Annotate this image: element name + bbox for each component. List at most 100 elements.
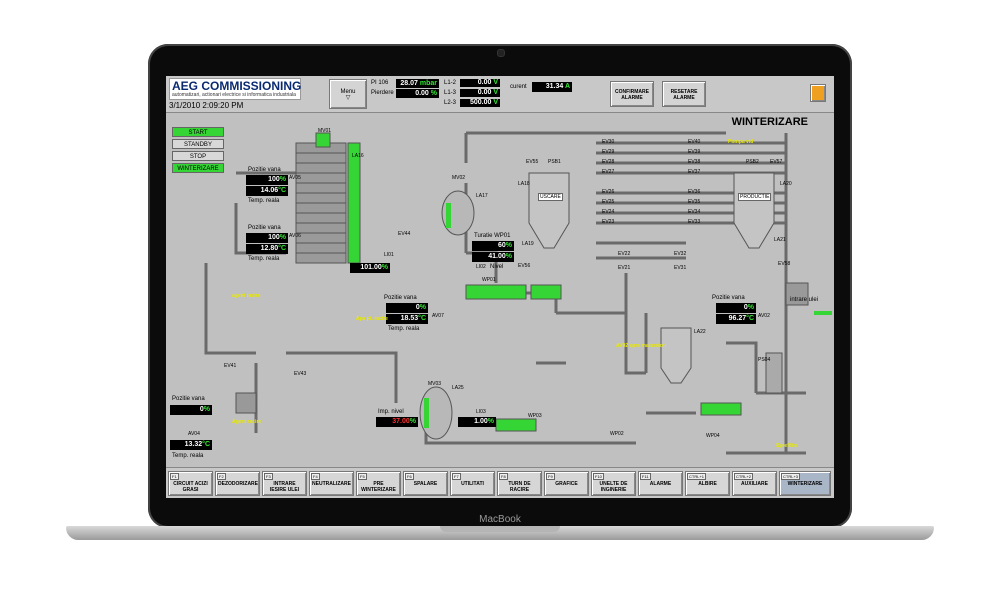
start-button[interactable]: START	[172, 127, 224, 137]
equipment-tag: MV02	[452, 175, 466, 181]
header-bar: AEG COMMISSIONING automatizari, actionar…	[166, 76, 834, 113]
alarm-bell-icon[interactable]	[810, 84, 826, 102]
equipment-tag: PSB1	[548, 159, 561, 165]
valve-position-label: Pozitie vana	[384, 295, 417, 301]
equipment-tag: WP04	[706, 433, 720, 439]
reading-label: Pierdere	[371, 90, 394, 96]
winterizare-button[interactable]: WINTERIZARE	[172, 163, 224, 173]
valve-tag: AV06	[289, 233, 301, 239]
sprefiltre-label: Sprefiltre	[776, 443, 798, 449]
equipment-tag: WP02	[610, 431, 624, 437]
level-tag: LI02	[476, 264, 486, 270]
oil-inlet-label: intrare ulei	[790, 297, 819, 303]
valve-tag: EV35	[688, 199, 701, 205]
valve-position-label: Pozitie vana	[248, 167, 281, 173]
agent-racire-2-label: Agent racire	[232, 419, 262, 425]
av02-position[interactable]: 0%	[716, 303, 756, 313]
valve-tag: EV28	[602, 159, 615, 165]
valve-tag: EV37	[688, 169, 701, 175]
valve-tag: EV30	[602, 139, 615, 145]
equipment-tag: EV31	[674, 265, 687, 271]
logo-title: AEG COMMISSIONING	[172, 79, 302, 93]
valve-tag: AV05	[289, 175, 301, 181]
li03-value[interactable]: 1.00%	[458, 417, 496, 427]
phase-label: L1-2	[444, 80, 457, 86]
valve-tag: AV02	[758, 313, 770, 319]
av06-temp[interactable]: 12.80°C	[246, 244, 288, 254]
valve-position-label: Pozitie vana	[172, 396, 205, 402]
equipment-tag: EV43	[294, 371, 307, 377]
av06-position[interactable]: 100%	[246, 233, 288, 243]
laptop-base	[66, 526, 934, 540]
standby-button[interactable]: STANDBY	[172, 139, 224, 149]
av07-temp[interactable]: 18.53°C	[386, 314, 428, 324]
pompa-vid-label: Pompa vid	[728, 139, 754, 145]
confirm-alarms-button[interactable]: CONFIRMARE ALARME	[610, 81, 654, 107]
li02-level[interactable]: 41.00%	[472, 252, 514, 262]
valve-tag: EV26	[602, 189, 615, 195]
reset-alarms-button[interactable]: RESETARE ALARME	[662, 81, 706, 107]
level-tag: LI03	[476, 409, 486, 415]
temp-label: Temp. reala	[388, 326, 420, 332]
equipment-tag: EV32	[674, 251, 687, 257]
equipment-tag: LA16	[352, 153, 364, 159]
av02-temp[interactable]: 96.27°C	[716, 314, 756, 324]
current-label: curent	[510, 84, 527, 90]
equipment-tag: LA18	[518, 181, 530, 187]
reading-value: 0.00 %	[396, 89, 439, 98]
valve-position-label: Pozitie vana	[248, 225, 281, 231]
av04-temp[interactable]: 13.32°C	[170, 440, 212, 450]
equipment-tag: WP01	[482, 277, 496, 283]
laptop-brand: MacBook	[479, 514, 521, 525]
valve-tag: EV36	[688, 189, 701, 195]
equipment-tag: LA19	[522, 241, 534, 247]
equipment-tag: EV41	[224, 363, 237, 369]
equipment-tag: LA20	[780, 181, 792, 187]
valve-tag: EV38	[688, 159, 701, 165]
level-tag: LI01	[384, 252, 394, 258]
current-value: 31.34 A	[532, 82, 572, 92]
level-label: Nivel	[490, 264, 504, 270]
phase-value: 0.00 V	[460, 89, 500, 97]
stop-button[interactable]: STOP	[172, 151, 224, 161]
av05-temp[interactable]: 14.06°C	[246, 186, 288, 196]
av07-position[interactable]: 0%	[386, 303, 428, 313]
li01-value[interactable]: 101.00%	[350, 263, 390, 273]
reading-label: PI 106	[371, 80, 389, 86]
hmi-screen: AEG COMMISSIONING automatizari, actionar…	[166, 76, 834, 498]
av04-position[interactable]: 0%	[170, 405, 212, 415]
temp-label: Temp. reala	[248, 256, 280, 262]
confirm-alarms-label: CONFIRMARE ALARME	[615, 89, 649, 101]
phase-label: L2-3	[444, 100, 457, 106]
imp-level-label: Imp. nivel	[378, 409, 404, 415]
valve-tag: AV04	[188, 431, 200, 437]
valve-tag: EV25	[602, 199, 615, 205]
valve-tag: EV33	[688, 219, 701, 225]
imp-level-value[interactable]: 37.00%	[376, 417, 418, 427]
phase-value: 0.00 V	[460, 79, 500, 87]
laptop-notch	[440, 526, 560, 532]
valve-tag: AV07	[432, 313, 444, 319]
wp01-speed[interactable]: 60%	[472, 241, 514, 251]
equipment-tag: EV55	[526, 159, 539, 165]
valve-position-label: Pozitie vana	[712, 295, 745, 301]
menu-label: Menu	[340, 89, 356, 95]
equipment-tag: LA21	[774, 237, 786, 243]
av05-position[interactable]: 100%	[246, 175, 288, 185]
datetime: 3/1/2010 2:09:20 PM	[169, 101, 244, 110]
menu-button[interactable]: Menu ▽	[329, 79, 367, 109]
